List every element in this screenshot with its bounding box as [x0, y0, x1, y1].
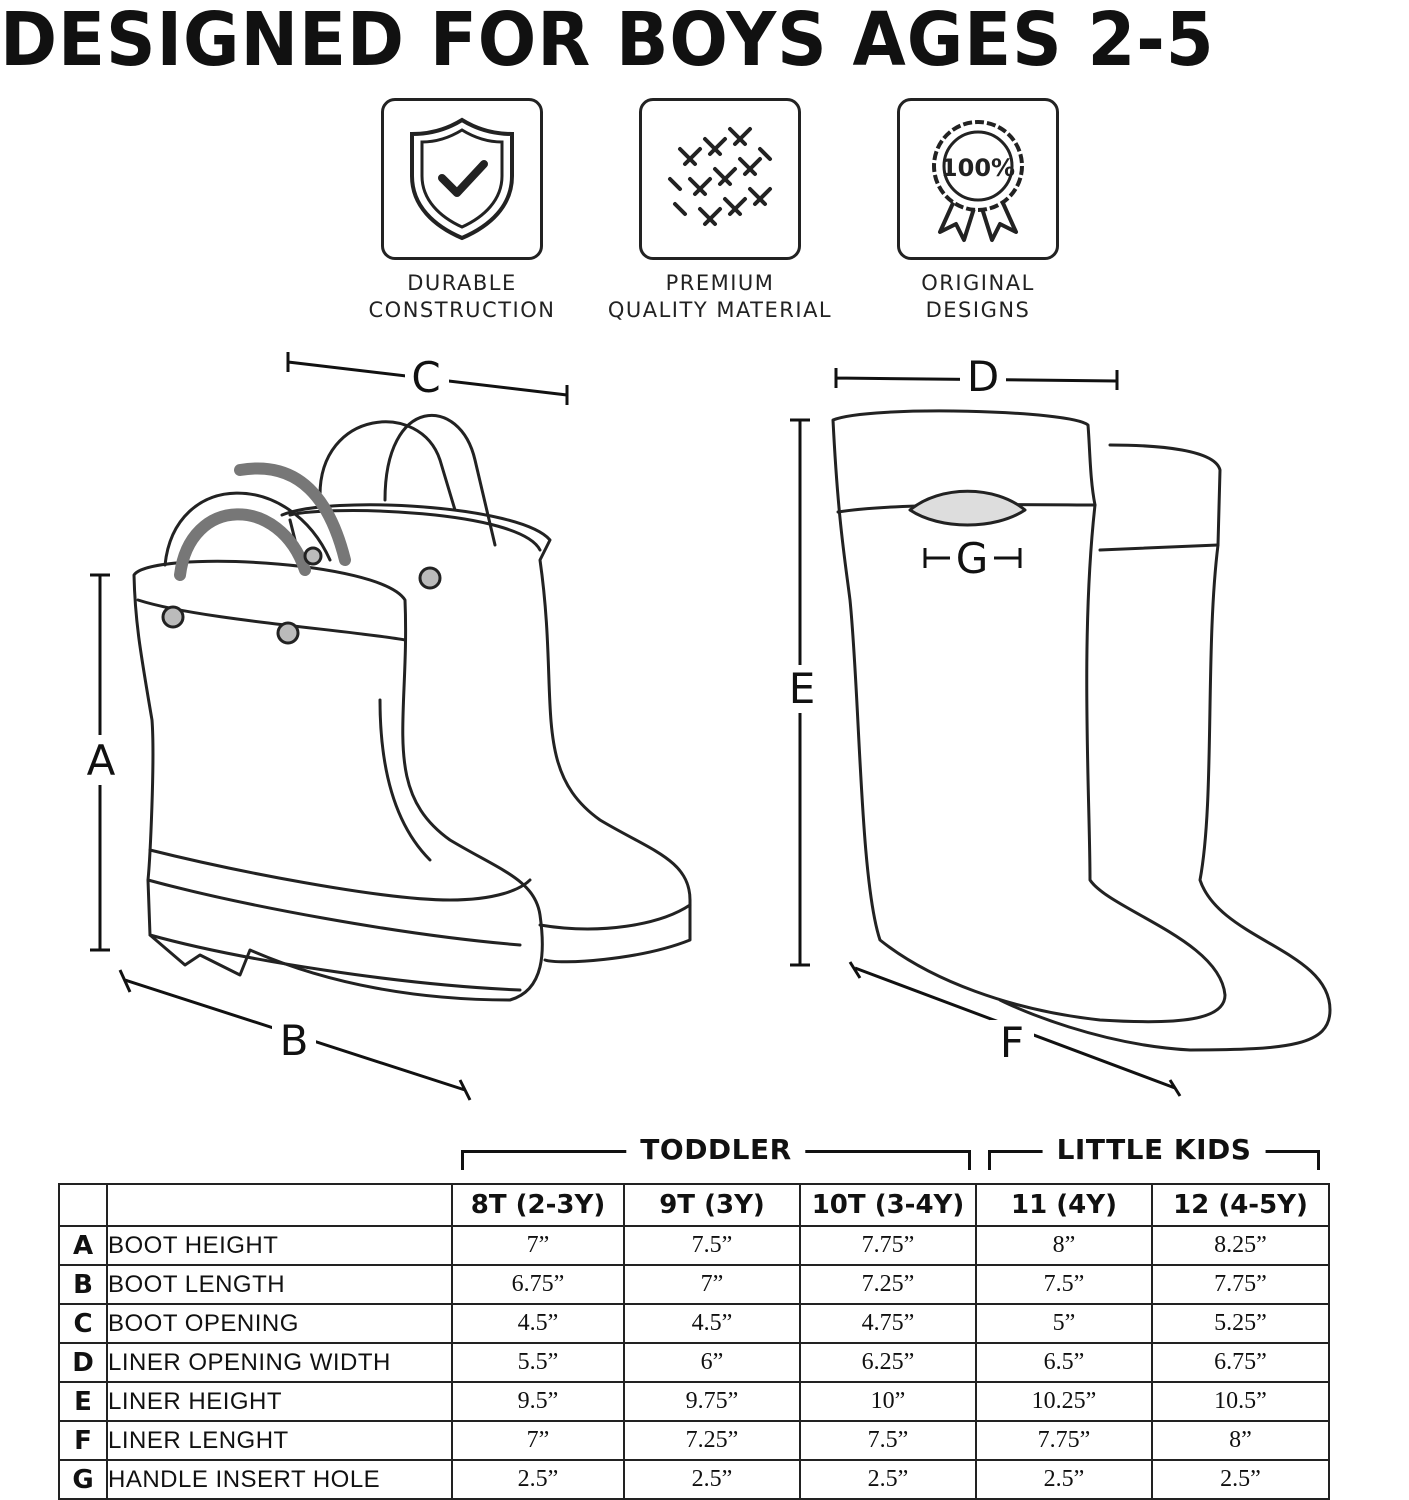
row-label: LINER LENGHT: [106, 1420, 453, 1461]
group-little-kids: LITTLE KIDS: [988, 1130, 1320, 1170]
table-cell: 6.25”: [799, 1342, 977, 1383]
table-cell: 6.5”: [975, 1342, 1153, 1383]
table-cell: 7.25”: [799, 1264, 977, 1305]
feature-icon-box: [639, 98, 801, 260]
group-label-little-kids: LITTLE KIDS: [1042, 1134, 1266, 1166]
feature-caption: DURABLE CONSTRUCTION: [368, 271, 556, 322]
table-cell: 7”: [451, 1420, 625, 1461]
row-label: HANDLE INSERT HOLE: [106, 1459, 453, 1500]
table-cell: 4.75”: [799, 1303, 977, 1344]
table-row: B BOOT LENGTH 6.75” 7” 7.25” 7.5” 7.75”: [58, 1264, 1330, 1305]
boot-liners: [831, 409, 1332, 1052]
table-cell: 2.5”: [451, 1459, 625, 1500]
size-chart-table: 8T (2-3Y) 9T (3Y) 10T (3-4Y) 11 (4Y) 12 …: [58, 1183, 1330, 1500]
row-letter: E: [58, 1381, 108, 1422]
back-rain-boot: [280, 413, 692, 964]
table-cell: 8”: [975, 1225, 1153, 1266]
row-letter: F: [58, 1420, 108, 1461]
award-ribbon-icon: 100%: [932, 120, 1024, 242]
header-label-cell: [106, 1183, 453, 1227]
table-row: C BOOT OPENING 4.5” 4.5” 4.75” 5” 5.25”: [58, 1303, 1330, 1344]
dimension-lines: [90, 352, 1182, 1101]
table-cell: 10”: [799, 1381, 977, 1422]
row-label: BOOT LENGTH: [106, 1264, 453, 1305]
row-label: LINER HEIGHT: [106, 1381, 453, 1422]
column-header: 9T (3Y): [623, 1183, 801, 1227]
row-letter: G: [58, 1459, 108, 1500]
column-header: 10T (3-4Y): [799, 1183, 977, 1227]
row-letter: D: [58, 1342, 108, 1383]
feature-durable: DURABLE CONSTRUCTION: [327, 98, 597, 324]
table-row: A BOOT HEIGHT 7” 7.5” 7.75” 8” 8.25”: [58, 1225, 1330, 1266]
table-cell: 7.5”: [799, 1420, 977, 1461]
table-row: D LINER OPENING WIDTH 5.5” 6” 6.25” 6.5”…: [58, 1342, 1330, 1383]
table-cell: 6”: [623, 1342, 801, 1383]
table-cell: 2.5”: [799, 1459, 977, 1500]
table-cell: 7.75”: [799, 1225, 977, 1266]
table-cell: 9.75”: [623, 1381, 801, 1422]
row-letter: C: [58, 1303, 108, 1344]
feature-premium: PREMIUM QUALITY MATERIAL: [585, 98, 855, 324]
column-header: 8T (2-3Y): [451, 1183, 625, 1227]
table-cell: 6.75”: [1151, 1342, 1330, 1383]
group-label-toddler: TODDLER: [626, 1134, 806, 1166]
table-cell: 10.25”: [975, 1381, 1153, 1422]
table-cell: 2.5”: [1151, 1459, 1330, 1500]
row-letter: A: [58, 1225, 108, 1266]
table-cell: 7”: [451, 1225, 625, 1266]
shield-check-icon: [410, 117, 514, 241]
row-letter: B: [58, 1264, 108, 1305]
row-label: LINER OPENING WIDTH: [106, 1342, 453, 1383]
dimension-label-f: F: [1000, 1018, 1024, 1067]
table-row: G HANDLE INSERT HOLE 2.5” 2.5” 2.5” 2.5”…: [58, 1459, 1330, 1500]
row-label: BOOT HEIGHT: [106, 1225, 453, 1266]
dimension-label-e: E: [789, 664, 816, 713]
dimension-label-d: D: [967, 352, 999, 401]
table-cell: 4.5”: [623, 1303, 801, 1344]
table-cell: 5.25”: [1151, 1303, 1330, 1344]
group-toddler: TODDLER: [461, 1130, 971, 1170]
table-cell: 10.5”: [1151, 1381, 1330, 1422]
award-badge-text: 100%: [941, 154, 1015, 182]
front-rain-boot: [132, 462, 544, 1002]
column-header: 12 (4-5Y): [1151, 1183, 1330, 1227]
dimension-label-g: G: [956, 534, 989, 583]
table-cell: 2.5”: [975, 1459, 1153, 1500]
table-cell: 9.5”: [451, 1381, 625, 1422]
page-title: DESIGNED FOR BOYS AGES 2-5: [0, 0, 1215, 83]
table-cell: 6.75”: [451, 1264, 625, 1305]
table-cell: 5.5”: [451, 1342, 625, 1383]
table-cell: 4.5”: [451, 1303, 625, 1344]
table-cell: 8.25”: [1151, 1225, 1330, 1266]
table-header-row: 8T (2-3Y) 9T (3Y) 10T (3-4Y) 11 (4Y) 12 …: [58, 1183, 1330, 1227]
feature-caption: ORIGINAL DESIGNS: [921, 271, 1035, 322]
table-cell: 2.5”: [623, 1459, 801, 1500]
size-groups: TODDLER LITTLE KIDS: [0, 1130, 1409, 1180]
table-cell: 7.5”: [623, 1225, 801, 1266]
boot-dimension-diagram: A B C D E F G: [80, 352, 1332, 1101]
row-label: BOOT OPENING: [106, 1303, 453, 1344]
table-cell: 8”: [1151, 1420, 1330, 1461]
table-cell: 7”: [623, 1264, 801, 1305]
table-cell: 7.75”: [1151, 1264, 1330, 1305]
header-letter-cell: [58, 1183, 108, 1227]
table-row: E LINER HEIGHT 9.5” 9.75” 10” 10.25” 10.…: [58, 1381, 1330, 1422]
table-cell: 5”: [975, 1303, 1153, 1344]
dimension-label-c: C: [411, 353, 440, 402]
table-cell: 7.75”: [975, 1420, 1153, 1461]
table-cell: 7.25”: [623, 1420, 801, 1461]
feature-icon-box: 100%: [897, 98, 1059, 260]
table-row: F LINER LENGHT 7” 7.25” 7.5” 7.75” 8”: [58, 1420, 1330, 1461]
fabric-weave-icon: [668, 127, 772, 226]
column-header: 11 (4Y): [975, 1183, 1153, 1227]
feature-original: 100% ORIGINAL DESIGNS: [843, 98, 1113, 324]
dimension-label-a: A: [87, 736, 116, 785]
feature-caption: PREMIUM QUALITY MATERIAL: [607, 271, 833, 322]
feature-icon-box: [381, 98, 543, 260]
table-cell: 7.5”: [975, 1264, 1153, 1305]
dimension-label-b: B: [280, 1016, 309, 1065]
